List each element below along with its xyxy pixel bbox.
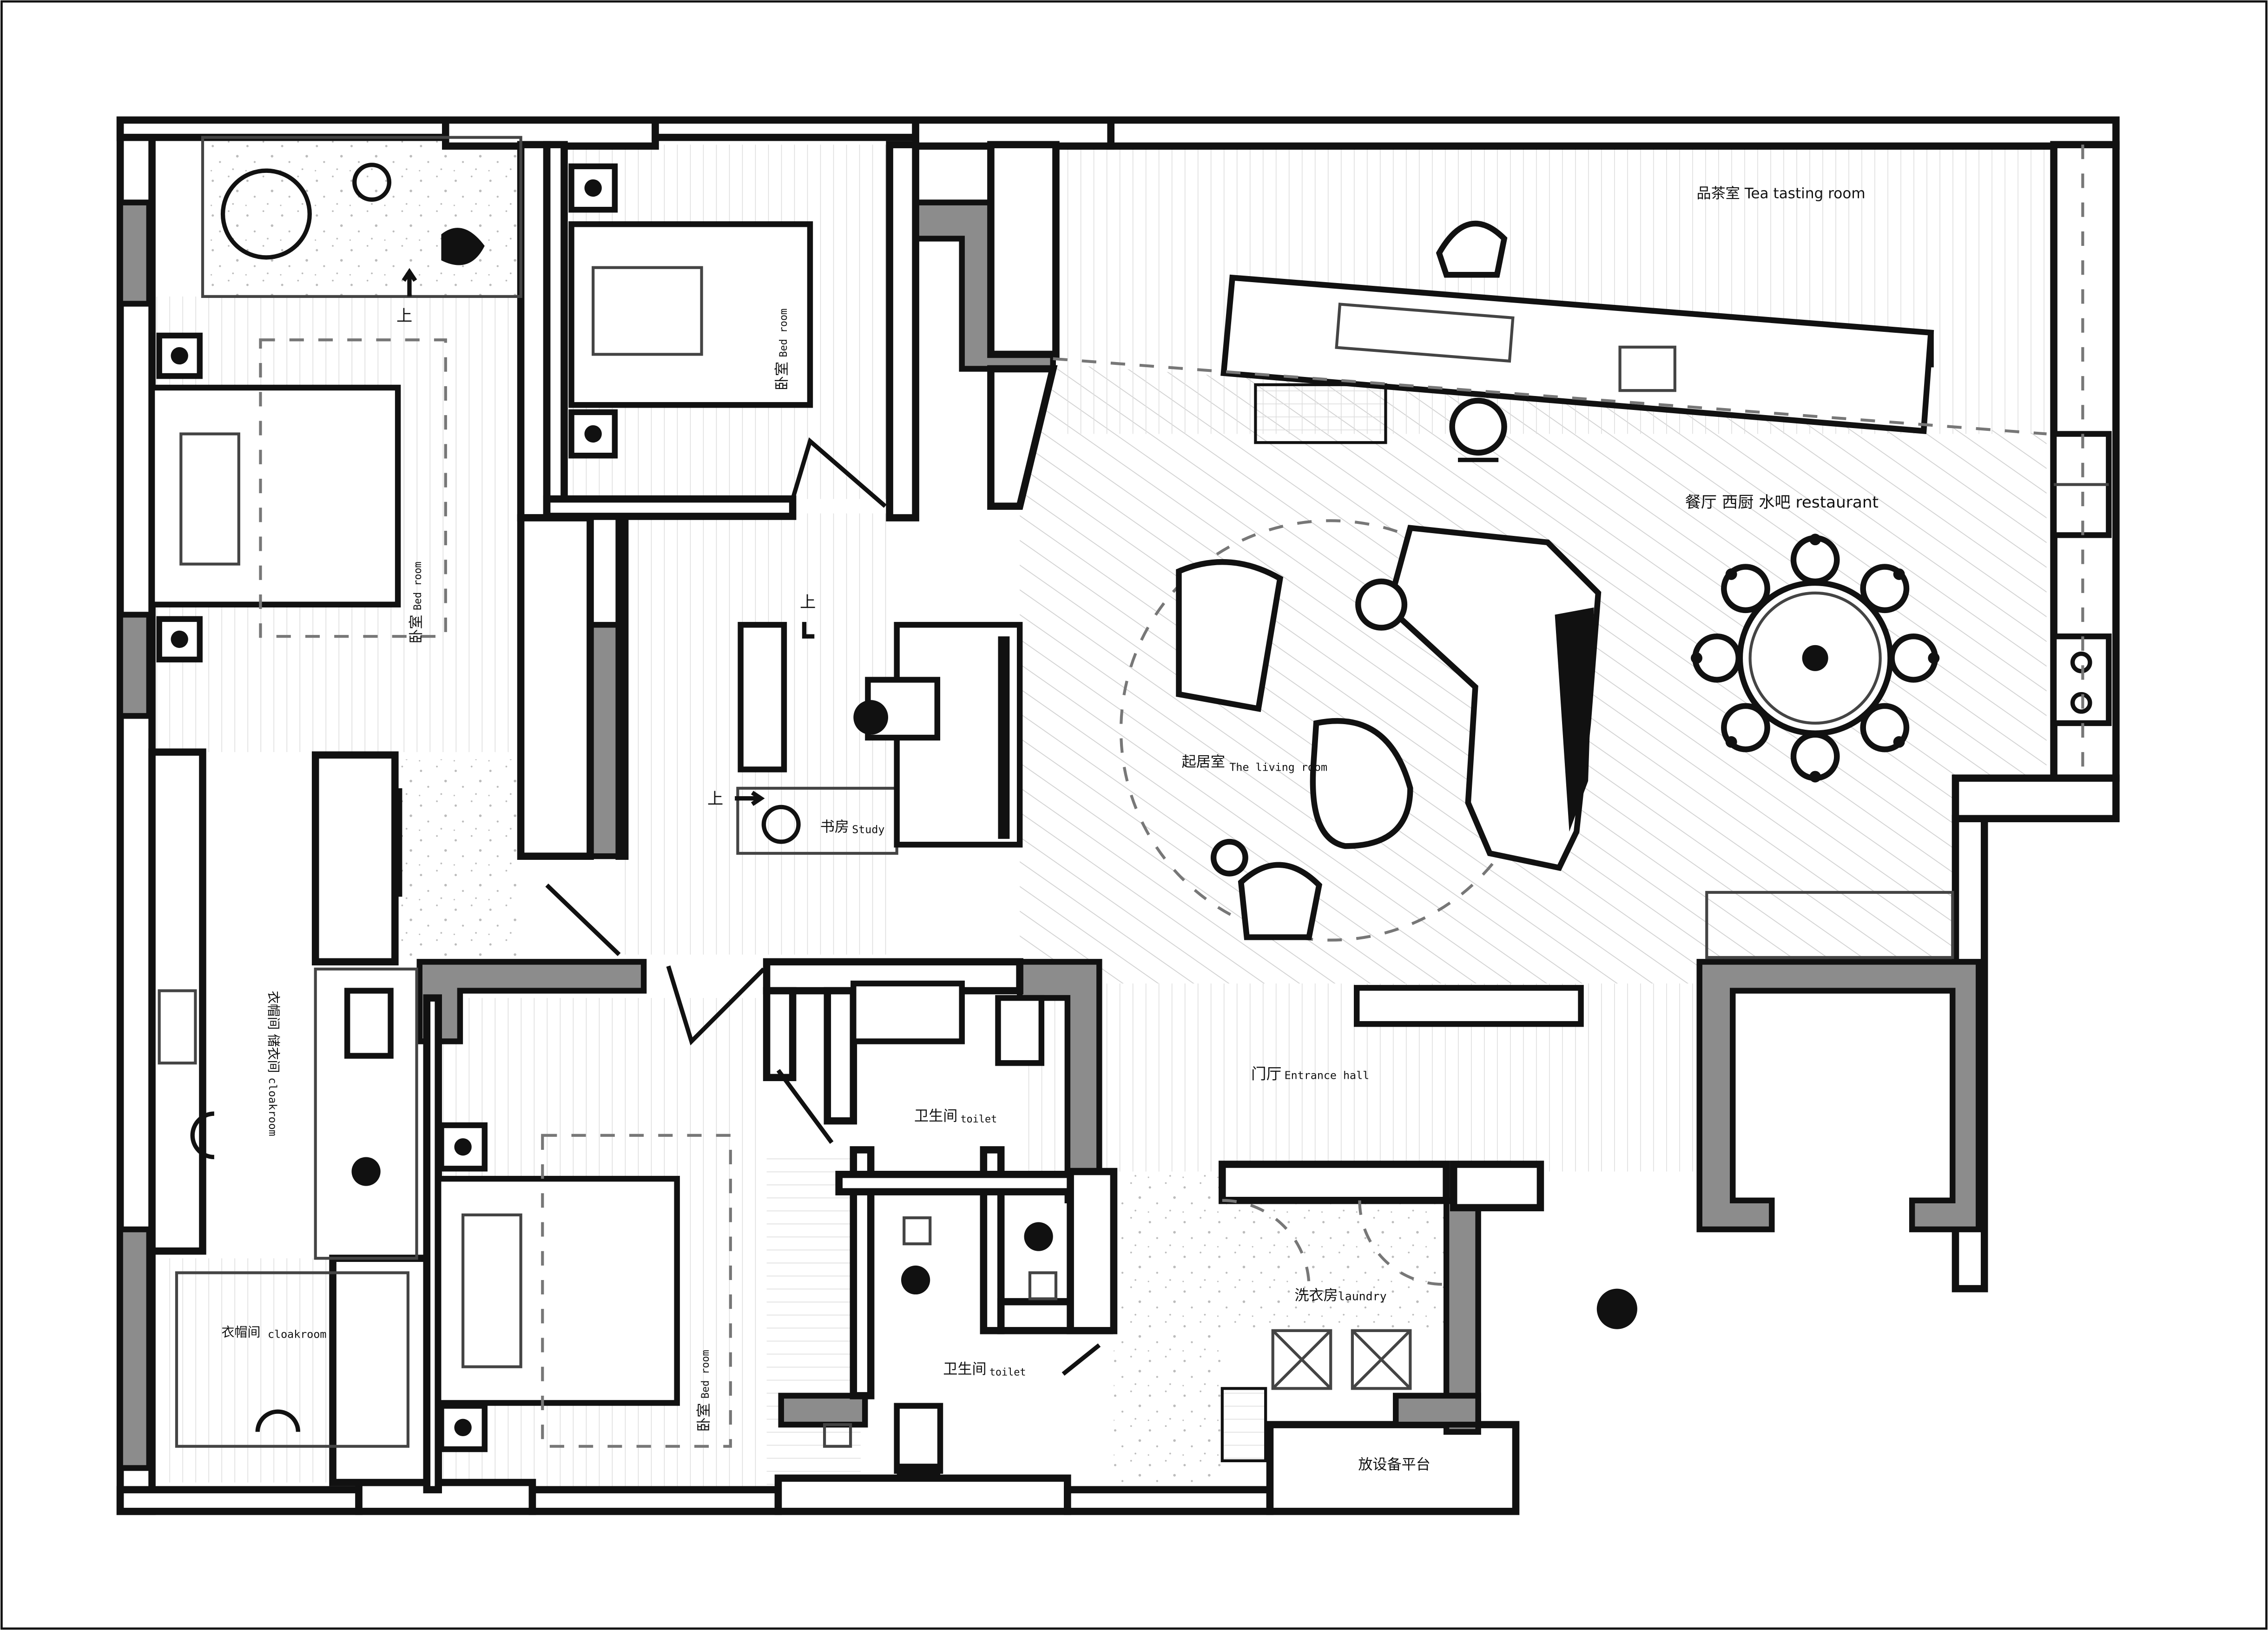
label-laundry-en: laundry: [1338, 1290, 1387, 1303]
label-toilet2-en: toilet: [989, 1366, 1026, 1378]
stair-arrow-2: [802, 622, 815, 639]
laundry-fixtures: [1220, 1329, 1412, 1463]
label-study-en: Study: [852, 823, 884, 836]
stair-arrow-1: [402, 268, 417, 297]
label-entrance-cn: 门厅: [1251, 1065, 1281, 1082]
label-laundry-cn: 洗衣房: [1294, 1287, 1338, 1304]
label-tea-room: 品茶室 Tea tasting room: [1696, 185, 1865, 202]
bathroom-fixtures: [823, 980, 1058, 1478]
label-restaurant: 餐厅 西厨 水吧 restaurant: [1685, 493, 1879, 512]
stair-mark-3: 上: [707, 790, 723, 808]
stair-mark-1: 上: [396, 307, 412, 325]
label-living-cn: 起居室: [1182, 753, 1225, 770]
stair-mark-2: 上: [800, 593, 816, 612]
label-bed3-cn: 卧室: [696, 1403, 712, 1432]
stair-arrow-3: [735, 791, 765, 806]
doors: [545, 437, 1444, 1376]
label-toilet1-cn: 卫生间: [914, 1108, 957, 1125]
label-toilet2-cn: 卫生间: [943, 1361, 986, 1378]
dining-chair-back: [1893, 568, 1905, 580]
label-entrance-en: Entrance hall: [1285, 1069, 1370, 1082]
dining-table: [1691, 534, 1940, 783]
room-labels: 品茶室 Tea tasting room 餐厅 西厨 水吧 restaurant…: [221, 185, 1879, 1473]
label-equipment: 放设备平台: [1358, 1457, 1431, 1473]
label-bed2-cn: 卧室: [774, 362, 791, 390]
entrance-fixtures: [1353, 891, 1954, 1329]
column-markers: [156, 163, 618, 1452]
label-bed1-cn: 卧室: [408, 615, 425, 644]
label-cloak2-en: cloakroom: [268, 1327, 326, 1340]
label-bed3-en: Bed room: [700, 1350, 712, 1399]
label-bed2-en: Bed room: [778, 309, 790, 357]
bedroom-furniture: [149, 136, 813, 1448]
dining-chair-back: [1725, 568, 1737, 580]
label-study-cn: 书房: [820, 818, 849, 835]
label-toilet1-en: toilet: [961, 1114, 997, 1125]
living-area: [1119, 519, 1602, 942]
right-wall-fixtures: [2050, 145, 2112, 781]
dining-chair-back: [1809, 771, 1821, 783]
cloakroom-fixtures: [158, 967, 418, 1448]
dining-chair-back: [1893, 736, 1905, 748]
floor-textures: [152, 137, 2054, 1490]
dining-chair-back: [1691, 652, 1702, 664]
kitchen-counter: [1053, 220, 2047, 462]
label-bed1-en: Bed room: [412, 561, 424, 610]
study-furniture: [736, 622, 1023, 855]
dining-chair-back: [1928, 652, 1940, 664]
label-cloak1-cn: 衣帽间 储衣间: [266, 991, 281, 1073]
inner-partitions: [148, 141, 1544, 1493]
label-living-en: The living room: [1229, 761, 1327, 774]
label-cloak2-cn: 衣帽间: [221, 1324, 260, 1340]
dining-chair-back: [1725, 736, 1737, 748]
label-cloak1-en: cloakroom: [266, 1077, 279, 1136]
dining-chair-back: [1809, 534, 1821, 546]
